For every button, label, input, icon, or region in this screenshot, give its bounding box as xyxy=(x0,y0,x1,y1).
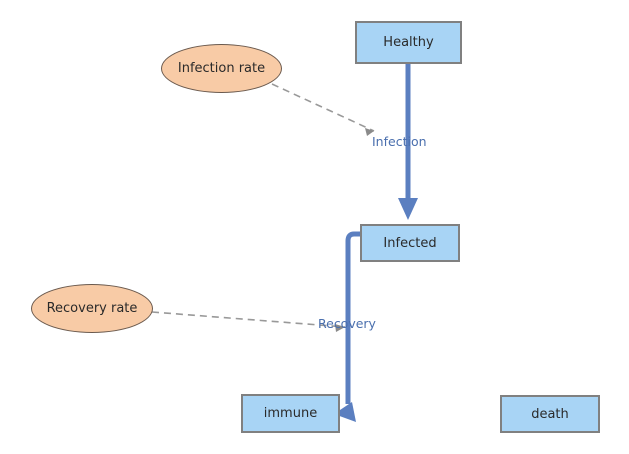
rate-recovery-rate[interactable]: Recovery rate xyxy=(31,284,153,333)
flow-infection[interactable] xyxy=(398,63,418,220)
rate-infection-rate[interactable]: Infection rate xyxy=(161,44,282,93)
flow-label-recovery[interactable]: Recovery xyxy=(318,316,376,331)
rate-recovery-rate-label: Recovery rate xyxy=(46,301,138,316)
flow-recovery-arrowhead xyxy=(334,402,356,422)
influence-link-infection-arrowhead xyxy=(365,128,374,136)
flow-recovery-line xyxy=(345,231,362,404)
flow-infection-arrowhead xyxy=(398,198,418,220)
influence-link-recovery-arrowhead xyxy=(335,324,345,332)
stock-infected-label: Infected xyxy=(383,235,437,251)
stock-immune-label: immune xyxy=(263,406,318,421)
influence-link-infection-line xyxy=(271,83,375,132)
stock-infected[interactable]: Infected xyxy=(360,224,460,262)
stock-death-label: death xyxy=(531,406,569,422)
stock-death[interactable]: death xyxy=(500,395,600,433)
influence-link-recovery-line xyxy=(151,311,346,328)
flow-label-infection[interactable]: Infection xyxy=(372,134,427,149)
influence-link-recovery[interactable] xyxy=(151,311,346,332)
stock-healthy-label: Healthy xyxy=(383,35,434,50)
stock-healthy[interactable]: Healthy xyxy=(355,21,462,64)
rate-infection-rate-label: Infection rate xyxy=(177,61,266,76)
influence-link-infection[interactable] xyxy=(271,83,375,136)
stock-immune[interactable]: immune xyxy=(241,394,340,433)
flow-recovery[interactable] xyxy=(334,231,362,422)
